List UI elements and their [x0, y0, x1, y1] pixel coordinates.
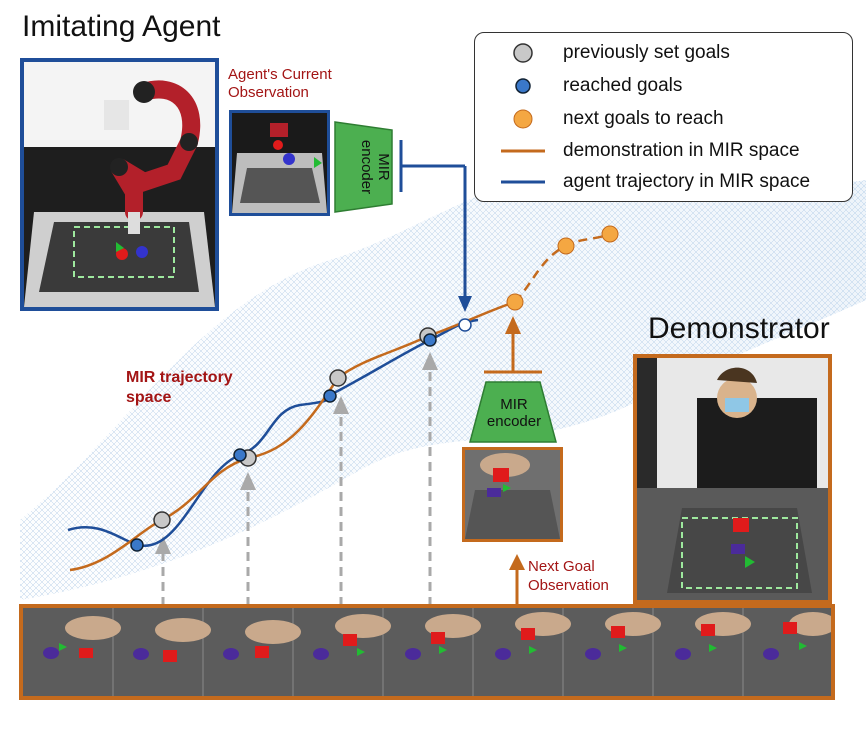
- mir-space-label: MIR trajectory space: [126, 369, 233, 406]
- agent-observation-label: Agent's Current Observation: [228, 66, 332, 101]
- legend-label: next goals to reach: [563, 108, 724, 129]
- demo-encoder-label-line2: encoder: [486, 413, 542, 430]
- legend-item-agent-trajectory: agent trajectory in MIR space: [475, 168, 852, 196]
- agent-observation-image: [229, 110, 330, 216]
- reached-goals: [130, 333, 437, 552]
- gray-circle-icon: [513, 43, 533, 63]
- demo-encoder-label: MIR encoder: [478, 396, 550, 430]
- legend-label: demonstration in MIR space: [563, 140, 800, 161]
- demonstrator-image: [633, 354, 832, 604]
- demonstrator-title: Demonstrator: [648, 312, 830, 345]
- orange-circle-icon: [513, 109, 533, 129]
- legend-item-demonstration: demonstration in MIR space: [475, 137, 852, 165]
- legend-label: reached goals: [563, 75, 683, 96]
- orange-line-icon: [501, 149, 545, 153]
- next-goal-observation-image: [462, 447, 563, 542]
- legend-label: previously set goals: [563, 42, 730, 63]
- demo-encoder-label-line1: MIR: [500, 396, 528, 413]
- legend-item-reached-goals: reached goals: [475, 72, 852, 100]
- next-goals: [506, 225, 619, 311]
- next-goal-label: Next Goal Observation: [528, 558, 609, 594]
- blue-circle-icon: [515, 78, 531, 94]
- demonstration-frame-strip: [19, 604, 835, 700]
- legend-item-previous-goals: previously set goals: [475, 39, 852, 67]
- agent-robot-image: [20, 58, 219, 311]
- legend-label: agent trajectory in MIR space: [563, 171, 811, 192]
- imitating-agent-title: Imitating Agent: [22, 10, 221, 43]
- legend: previously set goals reached goals next …: [474, 32, 853, 202]
- legend-item-next-goals: next goals to reach: [475, 105, 852, 133]
- frame-strip-frames: [23, 608, 831, 696]
- blue-line-icon: [501, 180, 545, 184]
